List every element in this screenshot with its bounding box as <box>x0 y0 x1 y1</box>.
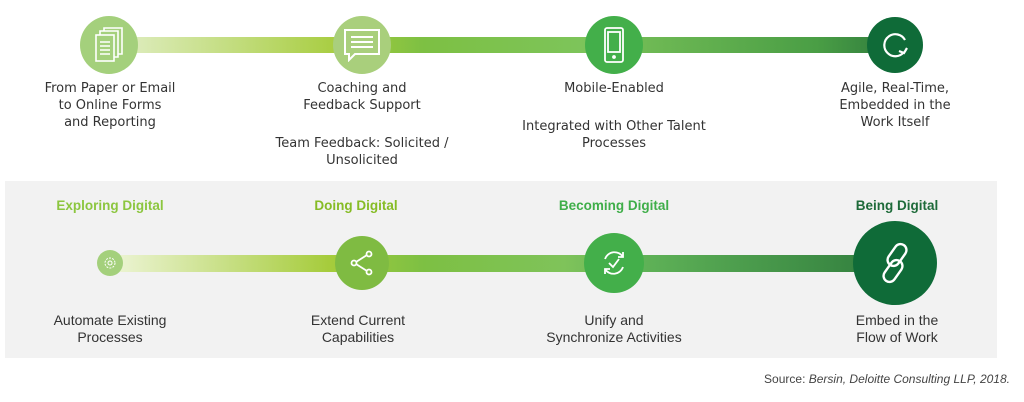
label-line: Team Feedback: Solicited / <box>275 136 449 151</box>
top-node-4 <box>867 17 923 73</box>
label-line: Processes <box>581 136 647 151</box>
link-icon <box>882 242 908 284</box>
label-line: Agile, Real-Time, <box>840 81 950 96</box>
stage-title-being: Being Digital <box>855 198 939 213</box>
label-line: Synchronize Activities <box>546 329 682 345</box>
top-extra-2: Team Feedback: Solicited / Unsolicited <box>252 135 472 169</box>
stage-title-becoming: Becoming Digital <box>558 198 670 213</box>
stage-node-3 <box>584 233 644 293</box>
stage-node-4 <box>853 221 937 305</box>
mobile-phone-icon <box>604 27 624 63</box>
label-line: Work Itself <box>860 115 930 130</box>
source-text: Bersin, Deloitte Consulting LLP, 2018. <box>808 372 1010 386</box>
gear-icon <box>104 257 116 269</box>
top-label-3: Mobile-Enabled <box>504 80 724 97</box>
documents-icon <box>95 27 123 62</box>
share-icon <box>350 250 373 276</box>
refresh-arrow-icon <box>883 33 908 58</box>
bottom-progress-bar <box>109 255 895 272</box>
source-prefix: Source: <box>764 372 809 386</box>
stage-node-1 <box>97 250 123 276</box>
top-node-2 <box>333 16 391 74</box>
label-line: Capabilities <box>321 329 395 345</box>
stage-title-doing: Doing Digital <box>314 198 398 213</box>
label-line: Unify and <box>584 312 644 328</box>
label-line: Embedded in the <box>839 98 951 113</box>
top-progress-bar <box>109 37 895 53</box>
sync-check-icon <box>604 251 624 275</box>
label-line: Mobile-Enabled <box>564 81 664 96</box>
label-line: to Online Forms <box>58 98 162 113</box>
stage-title-exploring: Exploring Digital <box>56 198 164 213</box>
label-line: Feedback Support <box>303 98 421 113</box>
label-line: Processes <box>77 329 143 345</box>
label-line: Flow of Work <box>856 329 938 345</box>
label-line: Embed in the <box>855 312 939 328</box>
label-line: From Paper or Email <box>44 81 176 96</box>
label-line: Unsolicited <box>326 153 398 168</box>
label-line: Integrated with Other Talent <box>522 119 706 134</box>
stage-node-2 <box>335 236 389 290</box>
label-line: Coaching and <box>317 81 407 96</box>
label-line: Extend Current <box>310 312 406 328</box>
source-note: Source: Bersin, Deloitte Consulting LLP,… <box>764 372 1010 386</box>
top-node-3 <box>585 16 643 74</box>
chat-bubble-icon <box>344 29 380 62</box>
label-line: and Reporting <box>64 115 156 130</box>
label-line: Automate Existing <box>53 312 167 328</box>
top-label-1: From Paper or Email to Online Forms and Re… <box>0 80 220 131</box>
top-node-1 <box>80 16 138 74</box>
